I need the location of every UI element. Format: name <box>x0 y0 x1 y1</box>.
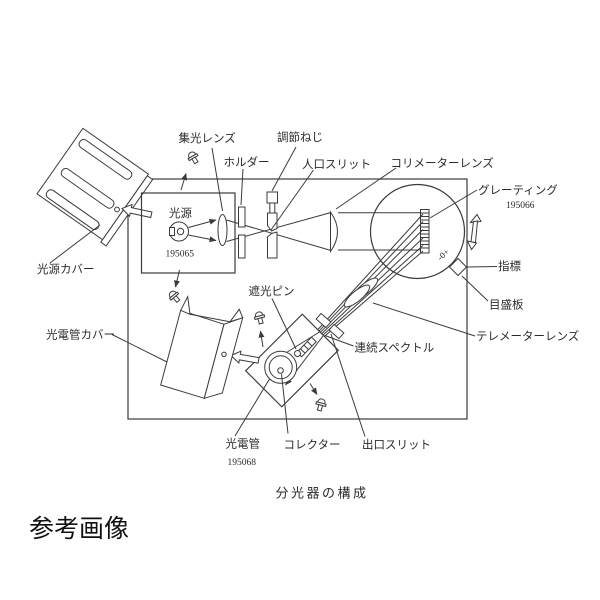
rotation-double-arrow <box>466 213 482 251</box>
diagram-caption: 分光器の構成 <box>276 486 369 501</box>
entrance-slit-label: 人口スリット <box>302 158 371 171</box>
pointer-label: 指標 <box>498 259 521 273</box>
light-source-box <box>140 192 236 274</box>
telemeter-lens-label: テレメーターレンズ <box>476 329 579 343</box>
screw-arrow-assembly-bottom <box>309 383 318 395</box>
collimator-lens-label: コリメーターレンズ <box>391 156 494 170</box>
collimator-lens <box>330 210 338 254</box>
entrance-slit-jaws <box>267 212 278 259</box>
main-frame <box>127 178 468 420</box>
screw-icon-assembly-bottom <box>315 398 327 412</box>
phototube-housing <box>264 350 298 384</box>
shade-pin <box>296 336 317 358</box>
screw-icon-assembly-top <box>253 311 266 325</box>
cover-pivot-dot <box>114 206 120 213</box>
collector-label: コレクター <box>284 439 341 452</box>
grating-label: グレーティング <box>478 183 558 197</box>
shade-pin-tip <box>294 350 301 357</box>
pointer-diamond <box>448 257 468 277</box>
light-source-label: 光源 <box>169 206 192 220</box>
condenser-lens-label: 集光レンズ <box>179 131 236 145</box>
phototube-cover <box>160 295 244 400</box>
phototube-part-number: 195068 <box>228 458 257 468</box>
collector-dot <box>277 367 284 374</box>
scale-plate-disc <box>369 183 466 280</box>
light-source-cover-label: 光源カバー <box>37 262 95 276</box>
adjust-screw-label: 調節ねじ <box>277 130 323 144</box>
exit-slit-label: 出口スリット <box>362 438 431 452</box>
screw-arrow-source <box>174 269 180 288</box>
light-source-part-number: 195065 <box>166 250 195 260</box>
condenser-lens <box>217 214 228 246</box>
telemeter-lens <box>343 277 379 308</box>
screw-icon-top <box>187 151 199 165</box>
continuous-spectrum-label: 連続スペクトル <box>355 341 435 355</box>
adjustment-screw <box>266 191 278 214</box>
screw-arrow-assembly-top <box>258 330 265 348</box>
holder-label: ホルダー <box>224 155 270 169</box>
shade-pin-label: 遮光ピン <box>249 284 295 298</box>
cover-direction-arrow <box>121 203 153 219</box>
holder-bars <box>238 206 246 259</box>
phototube-direction-arrow <box>230 350 260 364</box>
grating-part-number: 195066 <box>506 201 535 211</box>
leader-lines <box>49 146 498 437</box>
phototube-label: 光電管 <box>226 437 261 451</box>
scale-indicator-text: -0+ <box>435 247 451 263</box>
screw-arrow-top <box>180 173 187 191</box>
reference-image-label: 参考画像 <box>29 515 129 543</box>
scale-plate-label: 目盛板 <box>489 298 524 312</box>
phototube-cover-label: 光電管カバー <box>46 328 115 342</box>
screw-icon-source <box>168 290 181 304</box>
light-source-cover <box>36 127 154 247</box>
exit-slit-plates <box>315 312 345 340</box>
